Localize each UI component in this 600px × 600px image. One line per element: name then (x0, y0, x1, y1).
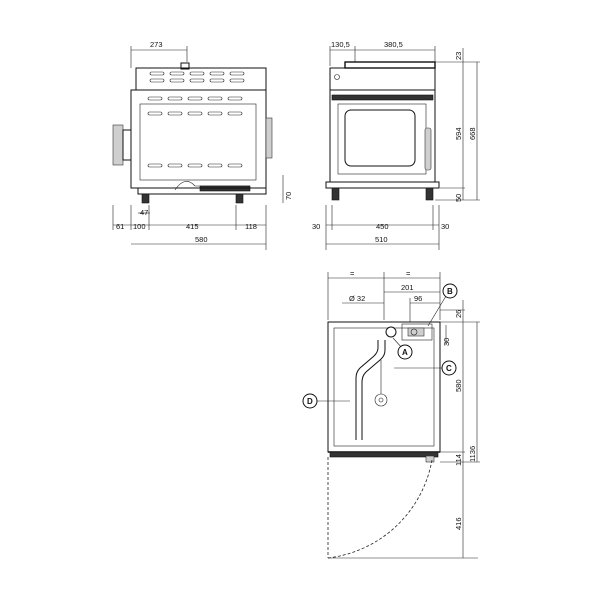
dim-front-50: 50 (454, 194, 463, 202)
front-top-panel (329, 67, 436, 91)
side-pipe (174, 181, 250, 191)
front-foot-left (331, 187, 340, 201)
dim-side-118: 118 (245, 222, 257, 231)
side-vents-upper (149, 71, 245, 83)
side-view: 273 70 47 (112, 40, 293, 250)
top-unit-outline (327, 321, 441, 453)
dim-side-top: 273 (150, 40, 163, 49)
dim-top-diameter: Ø 32 (349, 294, 365, 303)
side-base (137, 187, 267, 195)
leader-b (427, 295, 447, 327)
dim-front-30-left: 30 (312, 222, 320, 231)
top-door-hinge (425, 455, 435, 463)
callout-b (442, 283, 458, 299)
side-door-handle (112, 124, 124, 166)
top-drain-pipe-inner (361, 340, 386, 440)
side-top-knob (180, 62, 190, 70)
top-drain-outlet-core (378, 397, 384, 403)
dim-top-1136: 1136 (468, 446, 477, 462)
dim-side-580: 580 (195, 235, 208, 244)
dim-top-580: 580 (454, 379, 463, 392)
dim-equal-right: = (406, 269, 411, 278)
callout-b-label: B (447, 287, 453, 296)
dim-top-114: 114 (454, 454, 463, 466)
callout-d (302, 393, 318, 409)
side-body (130, 89, 267, 189)
front-indicator (334, 74, 340, 80)
dim-top-30: 30 (442, 338, 451, 346)
top-inner-outline (333, 327, 435, 447)
top-front-rail (329, 451, 439, 458)
dim-front-30-right: 30 (441, 222, 449, 231)
front-foot-right (425, 187, 434, 201)
top-connector-block (401, 323, 433, 341)
dim-side-47: 47 (140, 208, 148, 217)
front-top-cap (344, 61, 436, 69)
callout-d-label: D (307, 397, 313, 406)
top-connector-body (407, 327, 425, 337)
dim-equal-left: = (350, 269, 355, 278)
dim-top-96: 96 (414, 294, 422, 303)
callout-c-label: C (446, 364, 452, 373)
callout-c (441, 360, 457, 376)
dim-front-380: 380,5 (384, 40, 403, 49)
top-drain-outlet (374, 393, 388, 407)
front-dark-band (331, 94, 434, 101)
dim-side-70: 70 (284, 192, 293, 200)
dim-top-26: 26 (454, 310, 463, 318)
side-foot-left (141, 193, 150, 204)
dim-top-416: 416 (454, 517, 463, 530)
dim-side-61: 61 (116, 222, 124, 231)
dim-front-668: 668 (468, 127, 477, 140)
dim-top-201: 201 (401, 283, 414, 292)
callout-a-label: A (402, 348, 408, 357)
top-water-inlet (385, 326, 397, 338)
dim-front-594: 594 (454, 127, 463, 140)
side-fan-housing (265, 117, 273, 159)
dim-side-100: 100 (133, 222, 146, 231)
top-connector-port (410, 328, 418, 336)
front-door (337, 103, 427, 175)
front-base (325, 181, 440, 189)
dim-front-510: 510 (375, 235, 388, 244)
dim-front-450: 450 (376, 222, 389, 231)
side-vents-middle (147, 96, 243, 168)
front-door-window (344, 109, 416, 167)
side-inner-panel (139, 103, 257, 181)
top-drain-pipe-outer (355, 340, 379, 440)
front-view: 130,5 380,5 23 594 668 50 30 450 (312, 40, 480, 250)
callout-a (397, 344, 413, 360)
side-handle-bracket (122, 129, 132, 161)
top-view: = = 201 96 Ø 32 26 30 (302, 269, 480, 559)
dim-front-130: 130,5 (331, 40, 350, 49)
front-door-handle (424, 127, 432, 171)
door-swing-arc (327, 459, 433, 559)
dim-side-415: 415 (186, 222, 199, 231)
side-foot-right (235, 193, 244, 204)
dim-front-23: 23 (454, 52, 463, 60)
